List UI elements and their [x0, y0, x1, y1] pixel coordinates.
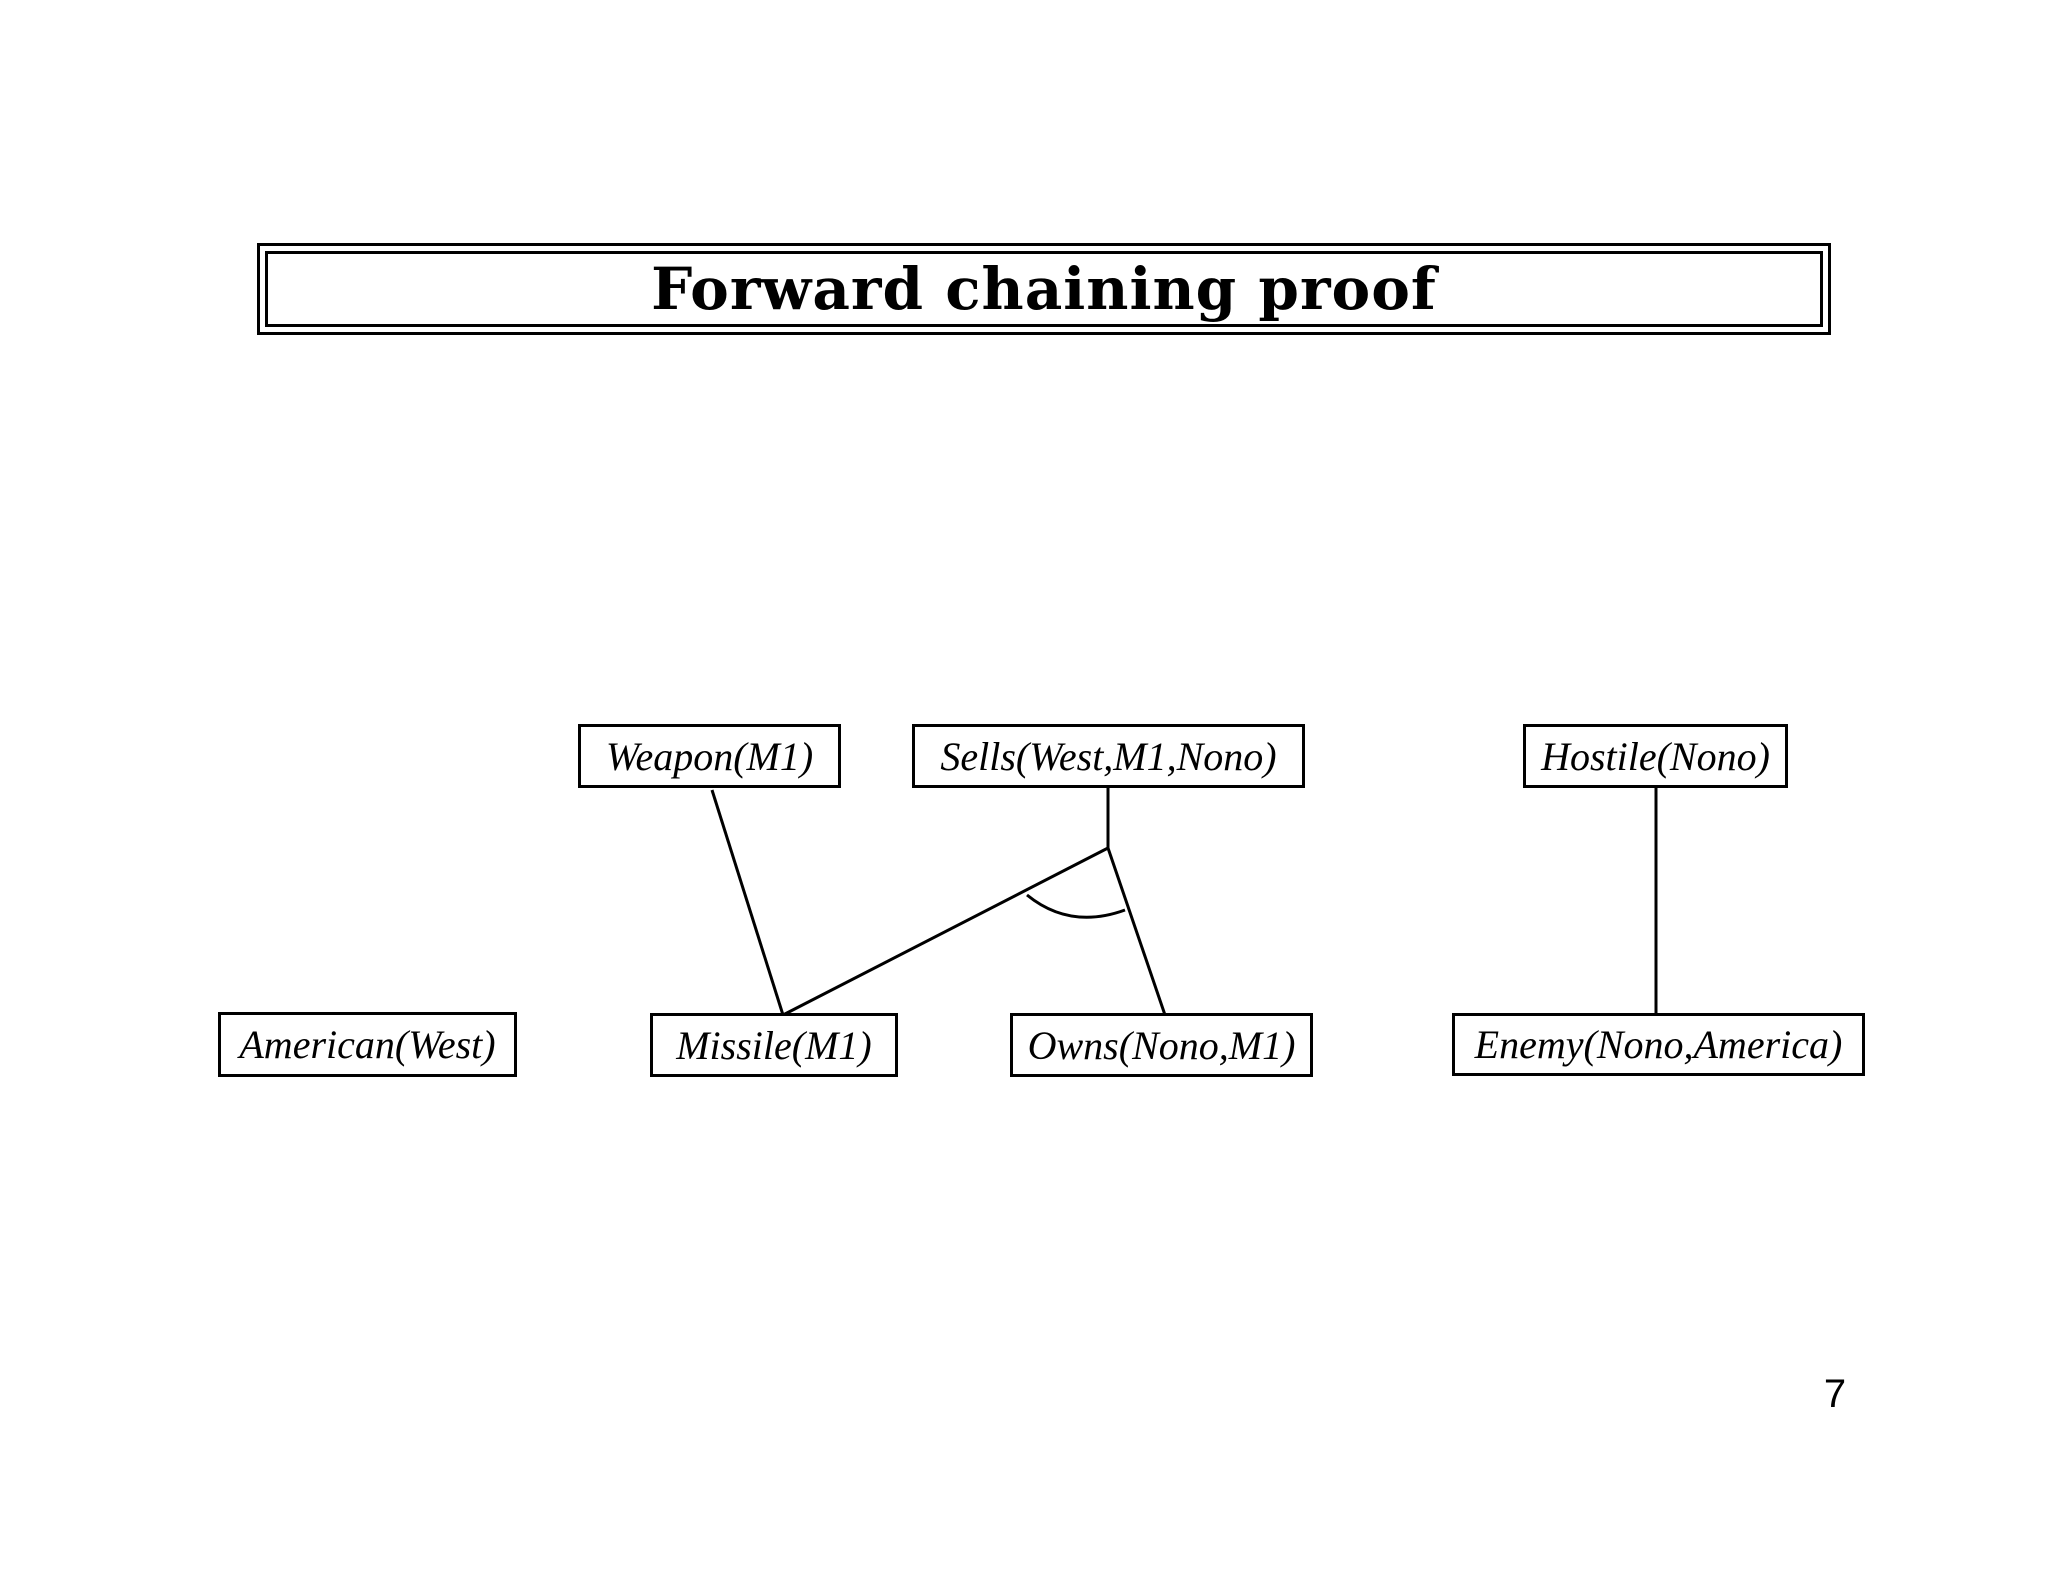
- node-missile: Missile(M1): [650, 1013, 898, 1077]
- node-missile-label: Missile(M1): [676, 1022, 872, 1068]
- and-arc: [1026, 893, 1126, 919]
- page-number: 7: [1823, 1372, 1847, 1416]
- edge-junction-owns-line: [1106, 847, 1167, 1016]
- node-sells: Sells(West,M1,Nono): [912, 724, 1305, 788]
- node-american-label: American(West): [239, 1022, 496, 1067]
- edge-weapon-missile-line: [710, 789, 785, 1016]
- node-owns-label: Owns(Nono,M1): [1027, 1022, 1296, 1068]
- node-enemy: Enemy(Nono,America): [1452, 1013, 1865, 1076]
- node-weapon: Weapon(M1): [578, 724, 841, 788]
- node-american: American(West): [218, 1012, 517, 1077]
- node-hostile-label: Hostile(Nono): [1541, 733, 1770, 779]
- node-weapon-label: Weapon(M1): [605, 733, 814, 779]
- node-owns: Owns(Nono,M1): [1010, 1013, 1313, 1077]
- node-enemy-label: Enemy(Nono,America): [1474, 1022, 1843, 1067]
- edge-junction-missile-line: [782, 846, 1109, 1017]
- page-title: Forward chaining proof: [651, 255, 1437, 323]
- node-hostile: Hostile(Nono): [1523, 724, 1788, 788]
- node-sells-label: Sells(West,M1,Nono): [940, 733, 1277, 779]
- title-box: Forward chaining proof: [257, 243, 1831, 335]
- title-box-inner-border: Forward chaining proof: [265, 251, 1823, 327]
